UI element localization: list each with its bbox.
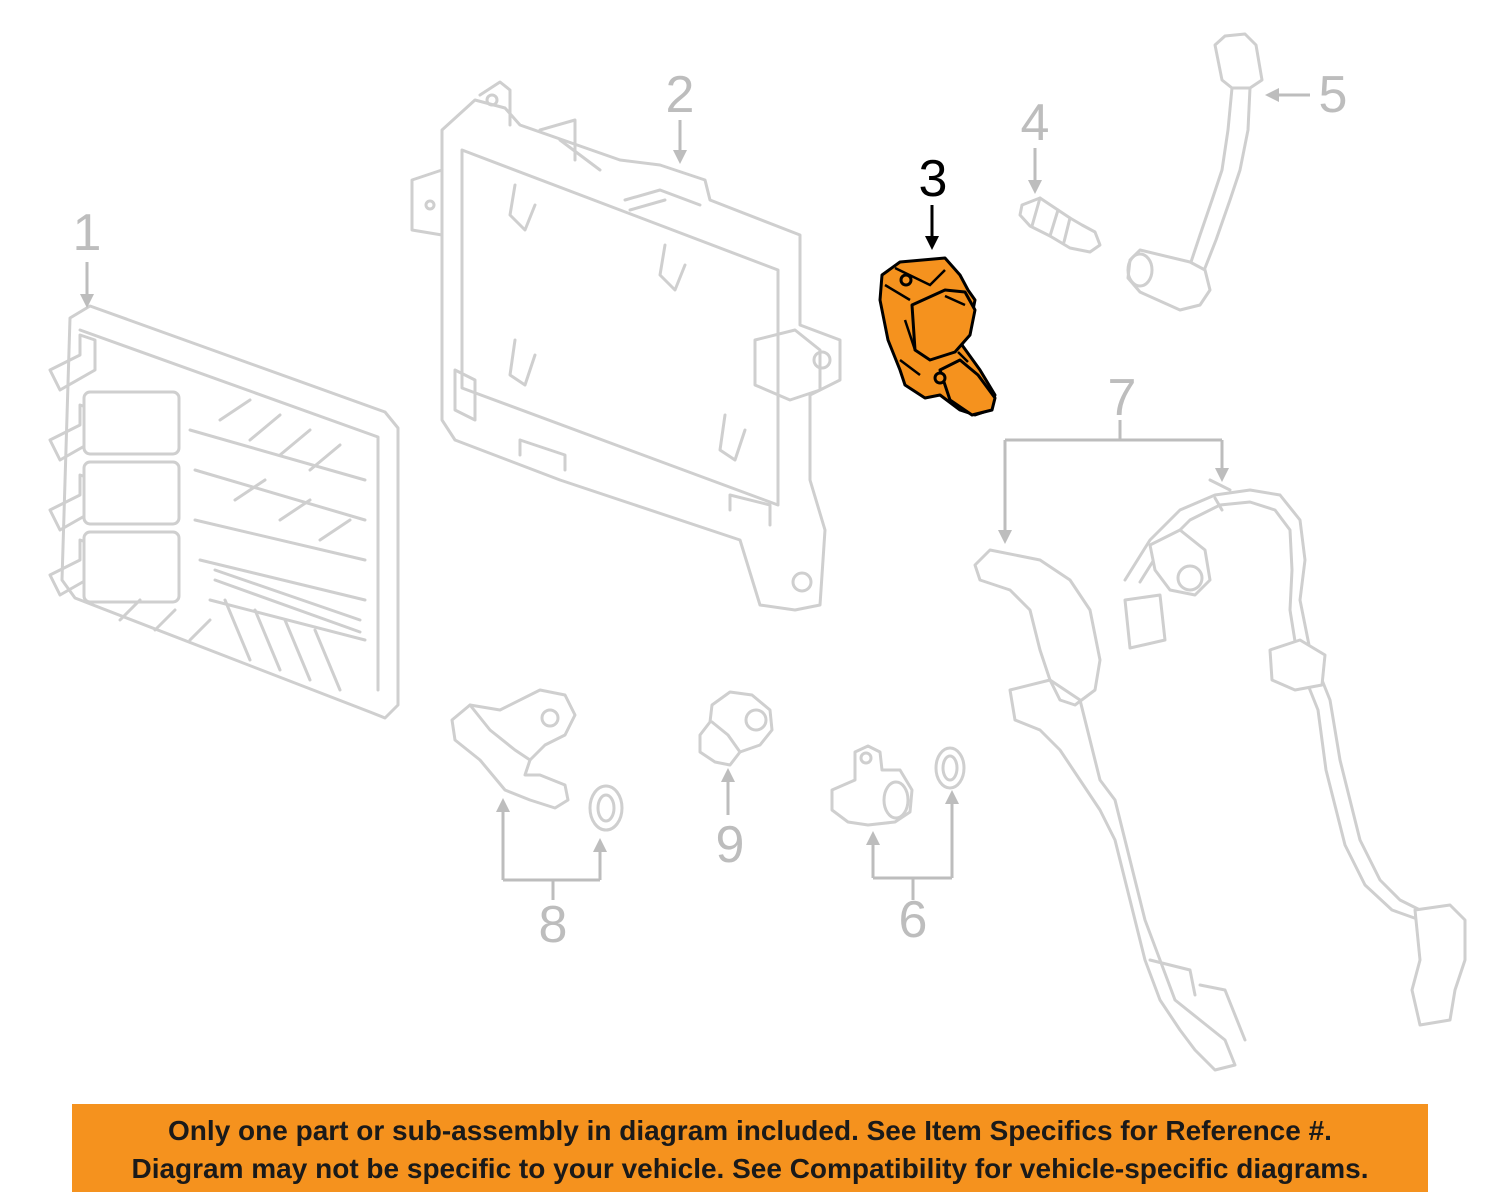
- part-3-sensor-highlighted: [878, 256, 997, 417]
- disclaimer-line-2: Diagram may not be specific to your vehi…: [131, 1153, 1369, 1184]
- disclaimer-banner: Only one part or sub-assembly in diagram…: [72, 1104, 1428, 1192]
- callout-8: 8: [539, 896, 568, 954]
- part-1-control-module: [48, 304, 400, 720]
- callout-2: 2: [666, 66, 695, 124]
- part-6-sensor-oring: [830, 744, 966, 827]
- callout-4: 4: [1021, 94, 1050, 152]
- callout-1: 1: [73, 204, 102, 262]
- callout-3: 3: [919, 150, 948, 208]
- callout-7: 7: [1108, 369, 1137, 427]
- part-4-sensor: [1018, 196, 1102, 254]
- callout-5: 5: [1319, 66, 1348, 124]
- callout-9: 9: [716, 816, 745, 874]
- disclaimer-line-1: Only one part or sub-assembly in diagram…: [168, 1115, 1332, 1146]
- callout-leaders: [80, 88, 1310, 900]
- callout-labels: 1 2 3 4 5 6 7 8 9: [73, 66, 1348, 954]
- part-2-bracket: [410, 80, 842, 612]
- part-8-sensor-oring: [450, 688, 624, 832]
- callout-6: 6: [899, 891, 928, 949]
- part-9-sensor: [698, 690, 774, 767]
- part-7-wiring-harness: [973, 478, 1467, 1072]
- part-5-sensor-cable: [1126, 32, 1264, 312]
